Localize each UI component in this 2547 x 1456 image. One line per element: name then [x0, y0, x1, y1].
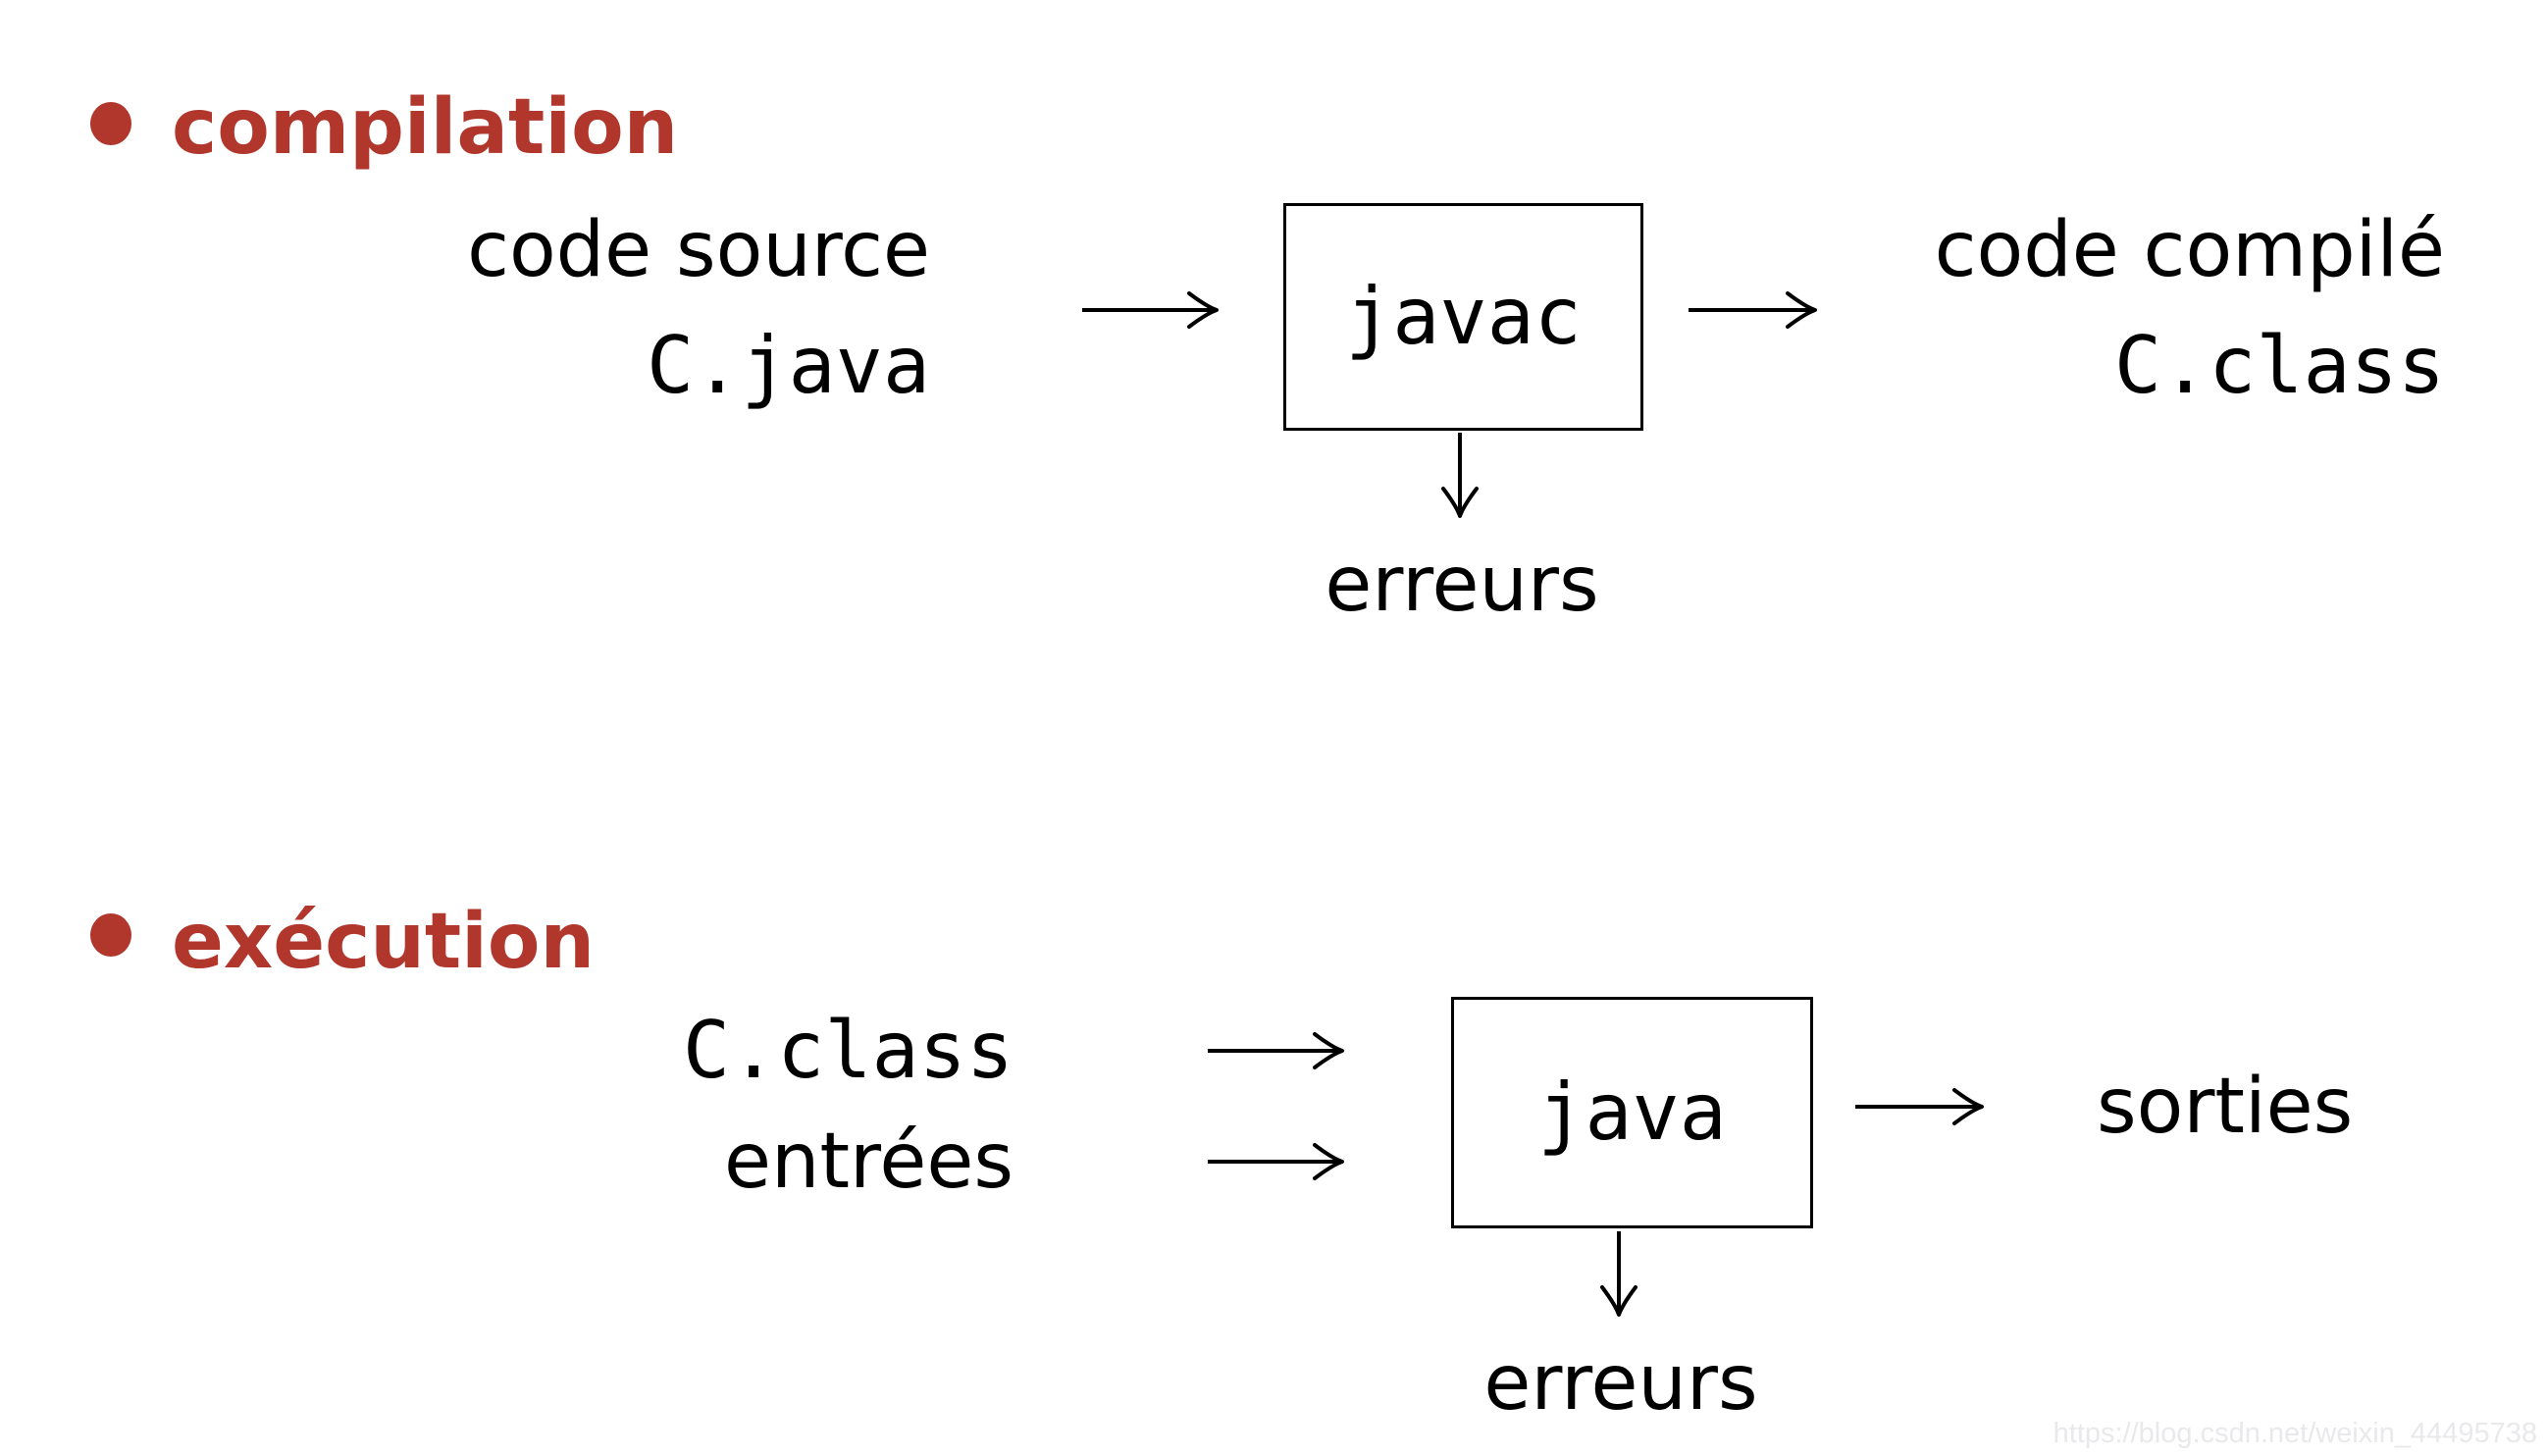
label-c-java: C.java — [647, 320, 930, 411]
label-code-source: code source — [467, 206, 930, 294]
bullet-icon — [90, 913, 131, 957]
watermark-url: https://blog.csdn.net/weixin_44495738 — [2053, 1418, 2537, 1449]
label-c-class-output: C.class — [2113, 320, 2445, 411]
label-sorties: sorties — [2097, 1063, 2354, 1151]
arrow-right-icon — [1852, 1083, 1992, 1130]
arrow-right-icon — [1079, 286, 1226, 334]
arrow-right-icon — [1686, 286, 1825, 334]
javac-box: javac — [1283, 203, 1643, 431]
arrow-right-icon — [1205, 1027, 1352, 1074]
java-box: java — [1451, 997, 1813, 1228]
arrow-right-icon — [1205, 1138, 1352, 1185]
section-heading-execution: exécution — [172, 898, 596, 986]
label-erreurs-execution: erreurs — [1483, 1339, 1758, 1428]
label-code-compile: code compilé — [1934, 206, 2445, 294]
arrow-down-icon — [1436, 430, 1483, 526]
javac-box-label: javac — [1345, 271, 1582, 362]
label-entrees: entrées — [724, 1118, 1014, 1206]
label-erreurs-compilation: erreurs — [1325, 541, 1599, 629]
bullet-icon — [90, 102, 131, 145]
java-box-label: java — [1537, 1066, 1727, 1158]
label-c-class-input: C.class — [682, 1005, 1014, 1096]
arrow-down-icon — [1595, 1228, 1642, 1325]
section-heading-compilation: compilation — [172, 83, 679, 172]
